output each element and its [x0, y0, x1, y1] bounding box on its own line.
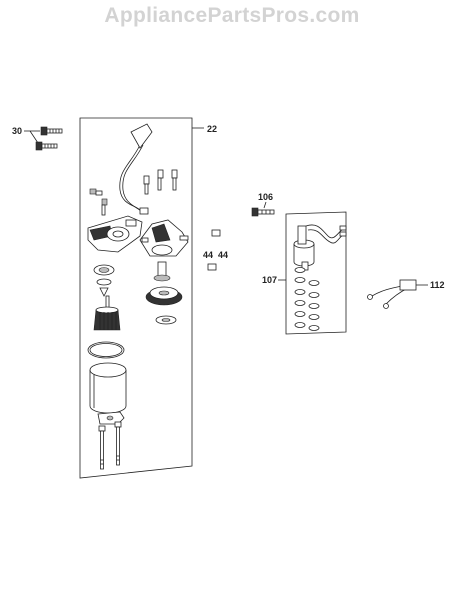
starter-assembly-frame — [79, 117, 193, 479]
clip-parts[interactable] — [89, 188, 108, 216]
sleeve-44-upper[interactable] — [211, 229, 221, 237]
pinion-gear[interactable] — [153, 261, 171, 282]
brush-lead-wire[interactable] — [119, 123, 153, 215]
gear-washer[interactable] — [155, 315, 177, 325]
motor-housing[interactable] — [89, 362, 127, 414]
solenoid[interactable] — [293, 224, 347, 271]
callout-106[interactable]: 106 — [258, 192, 273, 202]
solenoid-kit-frame — [285, 211, 347, 335]
spring-clip[interactable] — [99, 287, 109, 297]
bolt-106[interactable] — [251, 207, 275, 217]
armature[interactable] — [93, 295, 121, 331]
end-plate[interactable] — [97, 411, 125, 425]
kit-hardware[interactable] — [294, 267, 320, 331]
washer-left[interactable] — [96, 278, 112, 286]
through-bolt-right[interactable] — [114, 421, 122, 466]
callout-112[interactable]: 112 — [430, 280, 445, 290]
callout-44-b[interactable]: 44 — [218, 250, 228, 260]
callout-106-leader — [263, 201, 267, 209]
watermark: AppliancePartsPros.com — [104, 4, 360, 27]
bolt-30-lower[interactable] — [35, 141, 58, 151]
o-ring[interactable] — [87, 341, 125, 359]
through-bolt-left[interactable] — [98, 425, 106, 470]
callout-107[interactable]: 107 — [262, 275, 277, 285]
callout-44-a[interactable]: 44 — [203, 250, 213, 260]
screws-cluster[interactable] — [143, 169, 178, 195]
clutch-gear[interactable] — [145, 286, 183, 306]
drive-end-cap[interactable] — [139, 219, 189, 257]
bolt-30-upper[interactable] — [40, 126, 63, 136]
wire-harness-112[interactable] — [367, 279, 417, 309]
bearing-left[interactable] — [93, 264, 115, 276]
brush-holder[interactable] — [87, 215, 143, 253]
sleeve-44-lower[interactable] — [207, 263, 217, 271]
callout-30[interactable]: 30 — [12, 126, 22, 136]
callout-22[interactable]: 22 — [207, 124, 217, 134]
